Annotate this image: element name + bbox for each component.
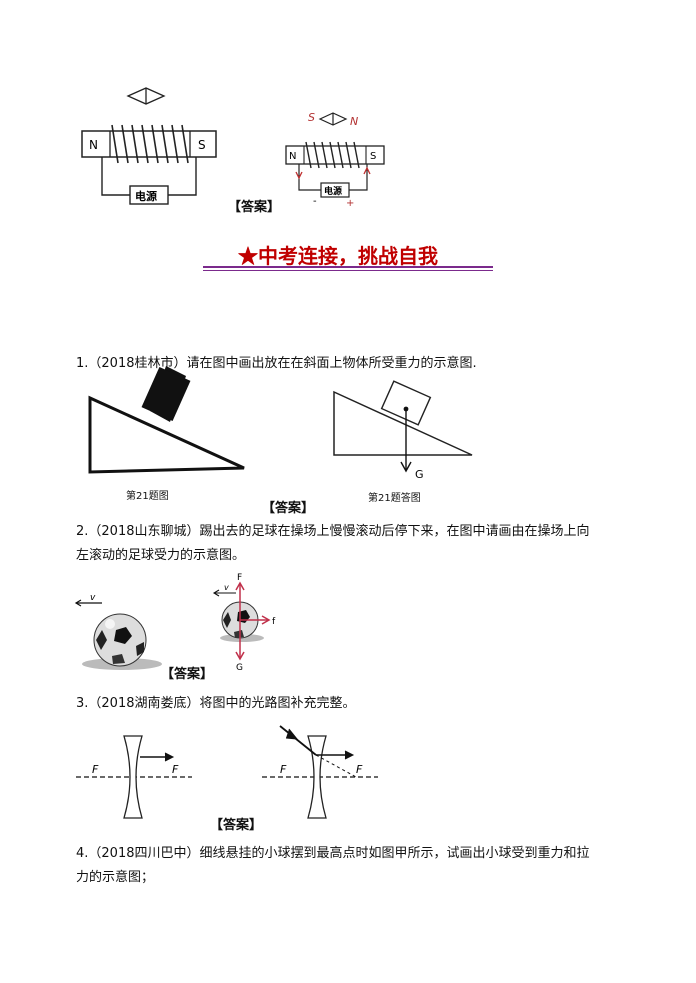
question-3-text: 3.（2018湖南娄底）将图中的光路图补充完整。 bbox=[76, 696, 356, 711]
answer-focal-left-label: F bbox=[280, 763, 287, 776]
answer-label-q3: 【答案】 bbox=[210, 818, 263, 833]
answer-focal-right-label: F bbox=[356, 763, 363, 776]
answer-label-q2: 【答案】 bbox=[161, 667, 214, 682]
force-g-label: G bbox=[236, 663, 243, 673]
focal-right-label: F bbox=[172, 763, 179, 776]
answer-power-label: 电源 bbox=[324, 185, 342, 197]
compass-n-label: N bbox=[350, 115, 358, 128]
caption-q1-left: 第21题图 bbox=[126, 491, 169, 502]
answer-label-q1: 【答案】 bbox=[262, 501, 315, 516]
football-icon bbox=[93, 613, 147, 667]
incident-ray bbox=[279, 725, 317, 756]
gravity-g-label: G bbox=[415, 468, 424, 481]
heading-underline-2 bbox=[203, 270, 493, 271]
power-supply-box bbox=[129, 185, 169, 205]
pole-n-label: N bbox=[89, 138, 98, 152]
question-4-text-line2: 力的示意图； bbox=[76, 870, 155, 885]
concave-lens bbox=[123, 735, 143, 819]
answer-pole-s-label: S bbox=[370, 151, 376, 162]
focal-left-label: F bbox=[92, 763, 99, 776]
compass-s-label: S bbox=[308, 111, 315, 124]
force-f-label: f bbox=[272, 617, 276, 627]
question-2-text-line2: 左滚动的足球受力的示意图。 bbox=[76, 548, 246, 563]
compass-needle-answer-icon bbox=[318, 112, 348, 126]
pole-s-label: S bbox=[198, 138, 206, 152]
plus-label: + bbox=[346, 198, 354, 209]
question-2-text-line1: 2.（2018山东聊城）踢出去的足球在操场上慢慢滚动后停下来，在图中请画由在操场… bbox=[76, 524, 590, 539]
minus-label: - bbox=[313, 196, 317, 207]
electromagnet-core bbox=[81, 130, 217, 158]
question-4-text-line1: 4.（2018四川巴中）细线悬挂的小球摆到最高点时如图甲所示，试画出小球受到重力… bbox=[76, 846, 590, 861]
caption-q1-right: 第21题答图 bbox=[368, 493, 421, 504]
answer-pole-n-label: N bbox=[289, 151, 296, 162]
section-heading: ★中考连接，挑战自我 bbox=[238, 244, 438, 268]
answer-label-top: 【答案】 bbox=[228, 200, 281, 215]
power-label: 电源 bbox=[135, 189, 157, 203]
compass-needle-icon bbox=[126, 87, 166, 105]
answer-velocity-v-label: v bbox=[224, 583, 229, 592]
heading-underline bbox=[203, 266, 493, 268]
coil-windings bbox=[111, 124, 189, 164]
question-1-text: 1.（2018桂林市）请在图中画出放在在斜面上物体所受重力的示意图. bbox=[76, 356, 477, 371]
velocity-v-label: v bbox=[90, 593, 96, 603]
force-f-up-label: F bbox=[237, 573, 242, 583]
